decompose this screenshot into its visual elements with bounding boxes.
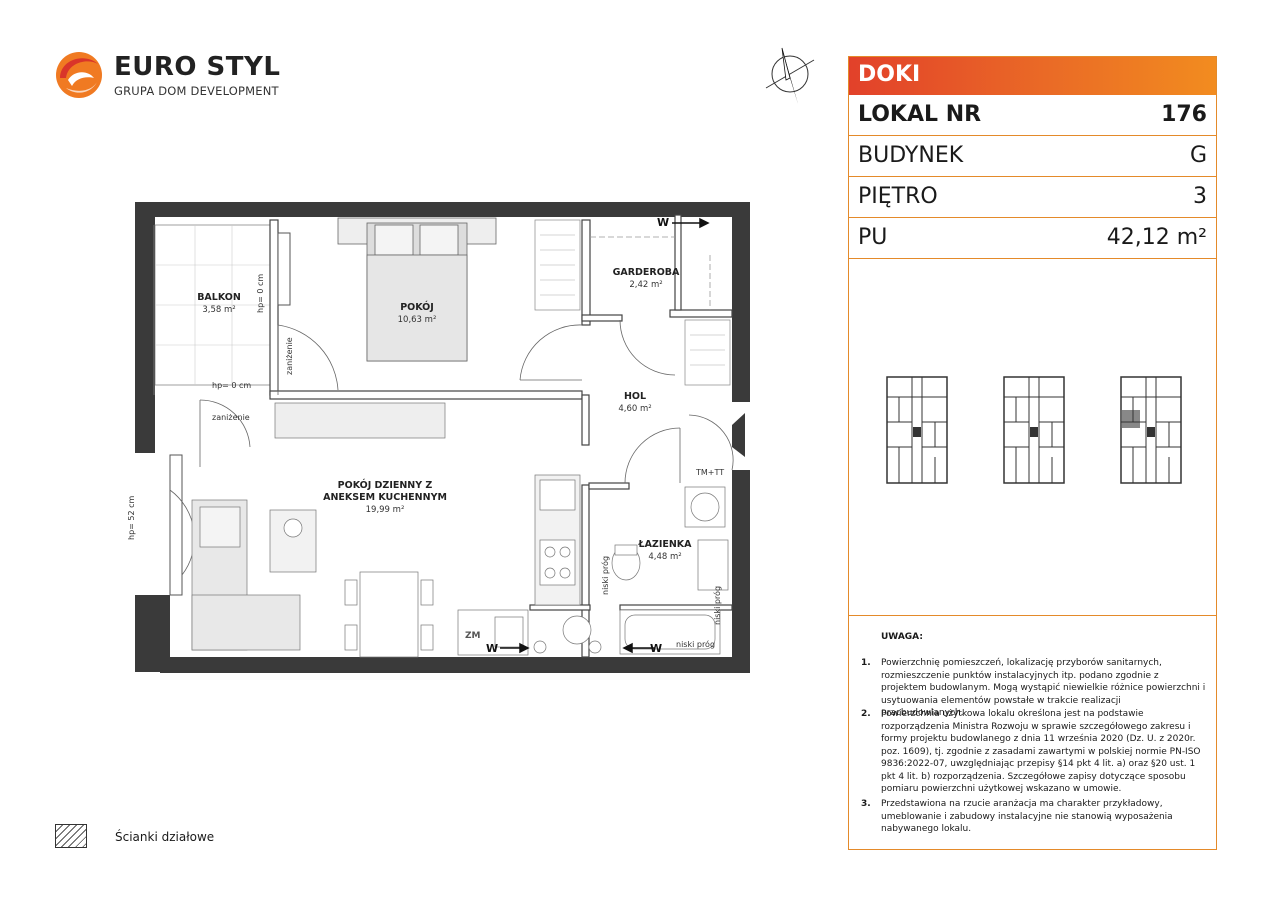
key-plan-2 (1003, 376, 1065, 484)
apartment-info-panel: DOKI LOKAL NR 176 BUDYNEK G PIĘTRO 3 PU … (848, 56, 1217, 850)
hp0-horizontal: hp= 0 cm (212, 381, 251, 390)
investment-name: DOKI (858, 62, 921, 87)
legend: Ścianki działowe (55, 824, 255, 852)
row-budynek-label: BUDYNEK (858, 143, 964, 168)
w-label-3: W (650, 642, 662, 655)
note-1-number: 1. (861, 658, 871, 668)
notes-section: UWAGA: 1. Powierzchnię pomieszczeń, loka… (849, 615, 1216, 851)
room-pokoj-area: 10,63 m² (398, 315, 437, 325)
hp0-vertical: hp= 0 cm (256, 274, 265, 313)
room-balkon-name: BALKON (197, 292, 241, 303)
row-pietro-label: PIĘTRO (858, 184, 938, 209)
windows (169, 232, 291, 596)
row-pu: PU 42,12 m² (849, 218, 1216, 259)
row-pietro-value: 3 (1193, 184, 1207, 209)
room-hol-area: 4,60 m² (618, 404, 651, 414)
dining-table (344, 571, 434, 658)
legend-label: Ścianki działowe (115, 830, 215, 844)
building-key-plans (849, 259, 1216, 616)
row-lokal: LOKAL NR 176 (849, 95, 1216, 136)
room-hol-name: HOL (624, 391, 646, 402)
outer-walls (135, 202, 750, 673)
note-2-number: 2. (861, 709, 871, 719)
room-salon-area: 19,99 m² (366, 505, 405, 515)
zanizenie-vertical: zaniżenie (285, 337, 294, 375)
hp52-vertical: hp= 52 cm (127, 495, 136, 540)
brand-logo: EURO STYL GRUPA DOM DEVELOPMENT (54, 50, 284, 105)
note-3-number: 3. (861, 799, 871, 809)
kitchen-counter (457, 474, 581, 656)
row-pu-value: 42,12 m² (1106, 225, 1207, 250)
coffee-table (269, 509, 317, 573)
bathroom-fixtures (533, 486, 729, 655)
water-markers (500, 217, 710, 654)
room-garderoba-area: 2,42 m² (629, 280, 662, 290)
room-salon-name-2: ANEKSEM KUCHENNYM (323, 492, 447, 503)
room-lazienka-area: 4,48 m² (648, 552, 681, 562)
key-plan-1 (886, 376, 948, 484)
note-1-text: Powierzchnię pomieszczeń, lokalizację pr… (881, 658, 1206, 718)
room-salon-name-1: POKÓJ DZIENNY Z (338, 479, 433, 491)
key-plan-3-highlighted (1120, 376, 1182, 484)
partition-wall-swatch-icon (55, 824, 87, 848)
niski-prog-2: niski próg (600, 556, 610, 595)
room-lazienka-name: ŁAZIENKA (637, 539, 692, 550)
shelves (534, 219, 731, 386)
room-balkon-area: 3,58 m² (202, 305, 235, 315)
zanizenie-horizontal: zaniżenie (212, 413, 250, 422)
w-label-1: W (657, 216, 669, 229)
panel-header: DOKI (849, 57, 1216, 95)
notes-title: UWAGA: (881, 632, 923, 642)
interior-walls (269, 214, 733, 658)
row-pu-label: PU (858, 225, 888, 250)
row-budynek: BUDYNEK G (849, 136, 1216, 177)
brand-name: EURO STYL (114, 52, 281, 82)
room-garderoba-name: GARDEROBA (613, 267, 680, 278)
sofa (191, 499, 301, 651)
hanger-rail (590, 236, 711, 310)
row-lokal-label: LOKAL NR (858, 102, 982, 127)
note-3-text: Przedstawiona na rzucie aranżacja ma cha… (881, 799, 1173, 834)
tmtt-label: TM+TT (695, 468, 724, 477)
row-pietro: PIĘTRO 3 (849, 177, 1216, 218)
sideboard (274, 402, 446, 439)
north-arrow-icon (765, 47, 815, 104)
zm-label: ZM (465, 631, 481, 641)
niski-prog-1: niski próg (676, 639, 715, 649)
row-lokal-value: 176 (1161, 102, 1207, 127)
row-budynek-value: G (1189, 143, 1207, 168)
note-2-text: Powierzchnia użytkowa lokalu określona j… (881, 709, 1201, 794)
floor-plan: W W W ZM BALKON 3,58 m² POKÓJ 10,63 m² G… (127, 202, 750, 673)
room-pokoj-name: POKÓJ (400, 301, 434, 313)
niski-prog-3: niski próg (712, 586, 722, 625)
logo-mark-icon (56, 52, 102, 98)
brand-subtitle: GRUPA DOM DEVELOPMENT (114, 84, 279, 98)
bed (337, 217, 497, 362)
balcony-tiles (155, 225, 270, 385)
w-label-2: W (486, 642, 498, 655)
